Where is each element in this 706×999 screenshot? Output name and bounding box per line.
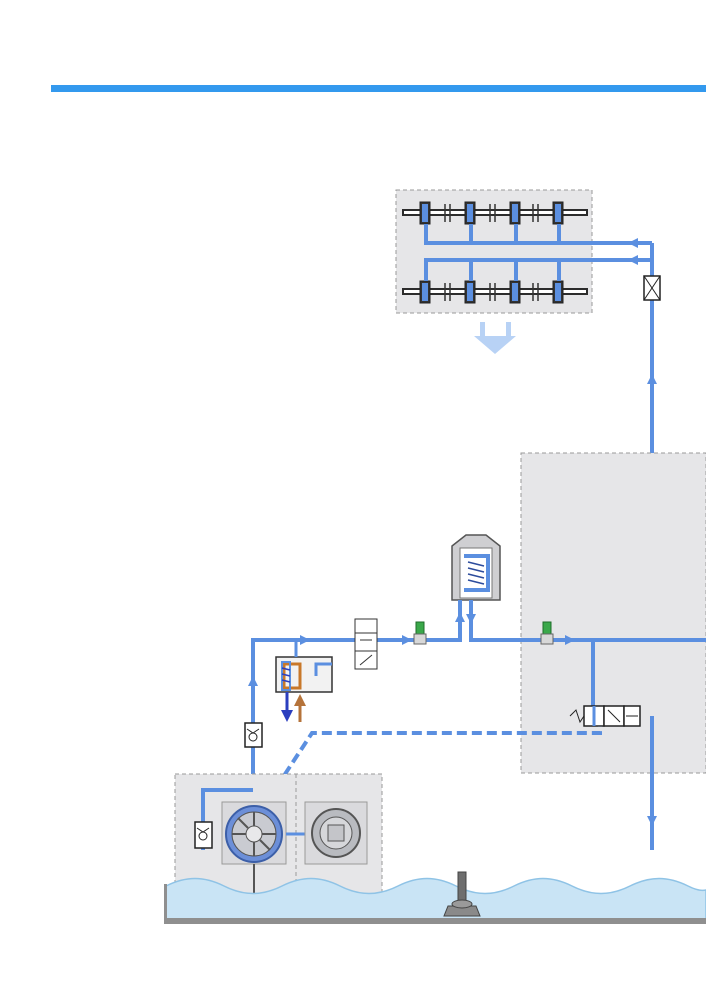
return-flow-arrow	[474, 322, 516, 354]
riser-arrow	[647, 374, 657, 384]
pump-side-view	[304, 801, 368, 865]
return-drop-arrow	[647, 816, 657, 826]
regulator-inlet-arrow	[294, 694, 306, 722]
injector-rail-upper	[402, 201, 588, 225]
regulator-drain-arrow	[281, 692, 293, 722]
shutoff-valve	[354, 618, 378, 670]
rail-feed-lines	[424, 224, 652, 281]
check-valve-tank	[194, 788, 253, 850]
rail-feed-arrows	[628, 238, 638, 265]
pressure-accumulator	[451, 534, 501, 601]
tank-left-wall	[164, 884, 167, 924]
inline-filter	[643, 275, 661, 301]
injector-rail-lower	[402, 280, 588, 304]
green-check-valve-right	[540, 621, 554, 645]
control-module-panel	[520, 452, 706, 774]
check-valve-main	[244, 722, 263, 748]
pressure-line-arrows	[248, 612, 575, 686]
header-accent-bar	[51, 85, 706, 92]
pressure-regulator-valve	[275, 640, 333, 693]
green-check-valve-left	[413, 621, 427, 645]
solenoid-valve	[569, 705, 641, 727]
tank-floor	[166, 918, 706, 924]
jet-pump	[443, 871, 481, 917]
fuel-pump	[221, 801, 306, 865]
